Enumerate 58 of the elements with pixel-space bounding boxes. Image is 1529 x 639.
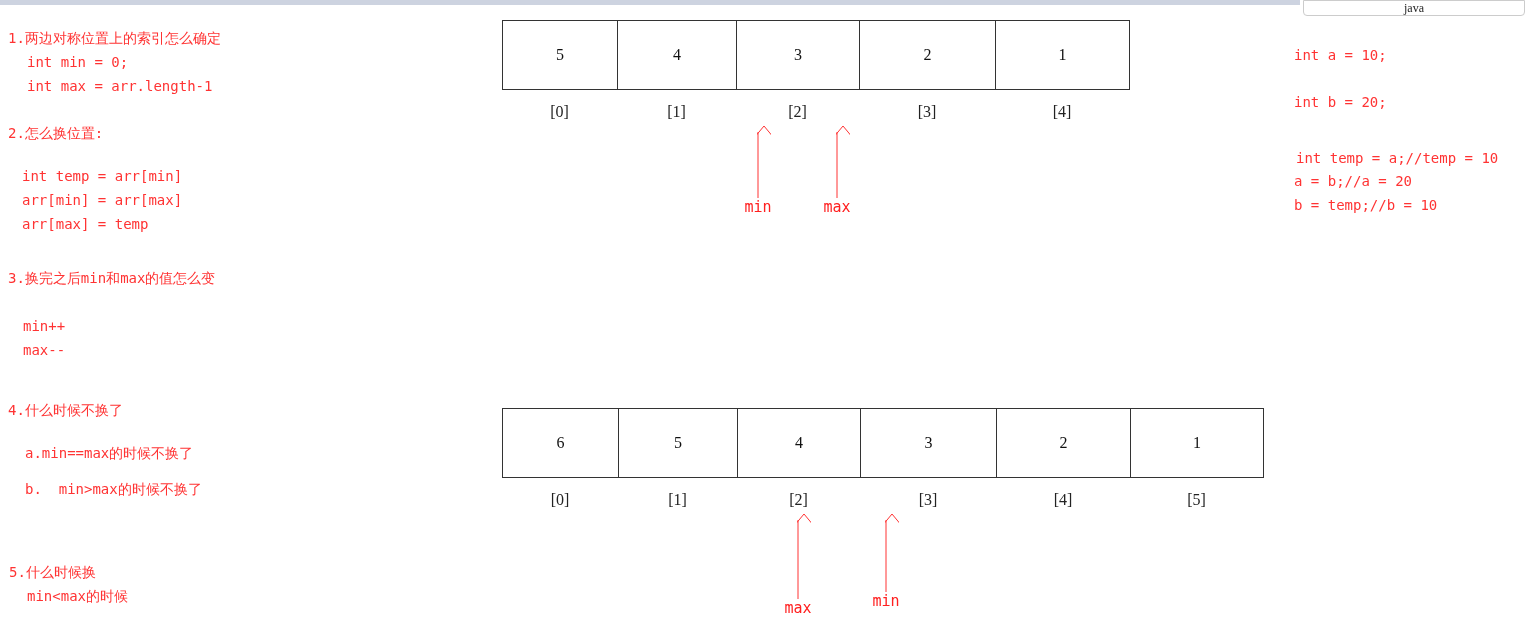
cell-value: 4 (673, 45, 681, 65)
index-label: [4] (1052, 490, 1074, 510)
note-text: int max = arr.length-1 (27, 77, 213, 96)
array-cell (736, 20, 860, 90)
note-text: 3.换完之后min和max的值怎么变 (8, 269, 216, 288)
cell-value: 3 (794, 45, 802, 65)
note-text: a = b;//a = 20 (1294, 172, 1412, 191)
array-cell (996, 408, 1131, 478)
note-text: min<max的时候 (27, 587, 128, 606)
index-label: [1] (666, 102, 687, 122)
cell-value: 1 (1058, 45, 1067, 65)
note-text: int b = 20; (1294, 93, 1387, 112)
note-text: min++ (23, 317, 66, 336)
note-text: a.min==max的时候不换了 (25, 444, 194, 463)
array-cell (502, 408, 619, 478)
array-cell (502, 20, 618, 90)
tab-label: java (1303, 0, 1525, 16)
pointer-label: min (872, 592, 900, 610)
cell-value: 6 (556, 433, 565, 453)
note-text: b. min>max的时候不换了 (25, 480, 202, 499)
index-label: [3] (916, 102, 938, 122)
note-text: int a = 10; (1294, 46, 1387, 65)
note-text: 1.两边对称位置上的索引怎么确定 (8, 29, 221, 48)
cell-value: 2 (1059, 433, 1068, 453)
note-text: max-- (23, 341, 66, 360)
cell-value: 2 (923, 45, 932, 65)
cell-value: 1 (1193, 433, 1201, 453)
note-text: int temp = a;//temp = 10 (1296, 149, 1499, 168)
index-label: [5] (1186, 490, 1207, 510)
note-text: int min = 0; (27, 53, 129, 72)
cell-value: 3 (924, 433, 933, 453)
index-label: [0] (549, 490, 571, 510)
index-label: [1] (667, 490, 688, 510)
index-label: [4] (1051, 102, 1073, 122)
array-cell (1130, 408, 1264, 478)
pointer-label: max (784, 599, 812, 617)
pointer-label: max (823, 198, 851, 216)
array-cell (618, 408, 738, 478)
note-text: arr[max] = temp (22, 215, 149, 234)
note-text: 4.什么时候不换了 (8, 401, 123, 420)
note-text: 2.怎么换位置: (8, 124, 104, 143)
array-cell (737, 408, 861, 478)
note-text: 5.什么时候换 (9, 563, 96, 582)
array-cell (860, 408, 997, 478)
note-text: int temp = arr[min] (22, 167, 183, 186)
array-cell (617, 20, 737, 90)
pointer-label: min (744, 198, 772, 216)
index-label: [0] (549, 102, 570, 122)
note-text: b = temp;//b = 10 (1294, 196, 1438, 215)
index-label: [2] (788, 490, 809, 510)
cell-value: 5 (674, 433, 682, 453)
index-label: [3] (917, 490, 939, 510)
note-text: arr[min] = arr[max] (22, 191, 183, 210)
cell-value: 5 (556, 45, 564, 65)
array-cell (859, 20, 996, 90)
array-cell (995, 20, 1130, 90)
index-label: [2] (787, 102, 808, 122)
cell-value: 4 (795, 433, 803, 453)
